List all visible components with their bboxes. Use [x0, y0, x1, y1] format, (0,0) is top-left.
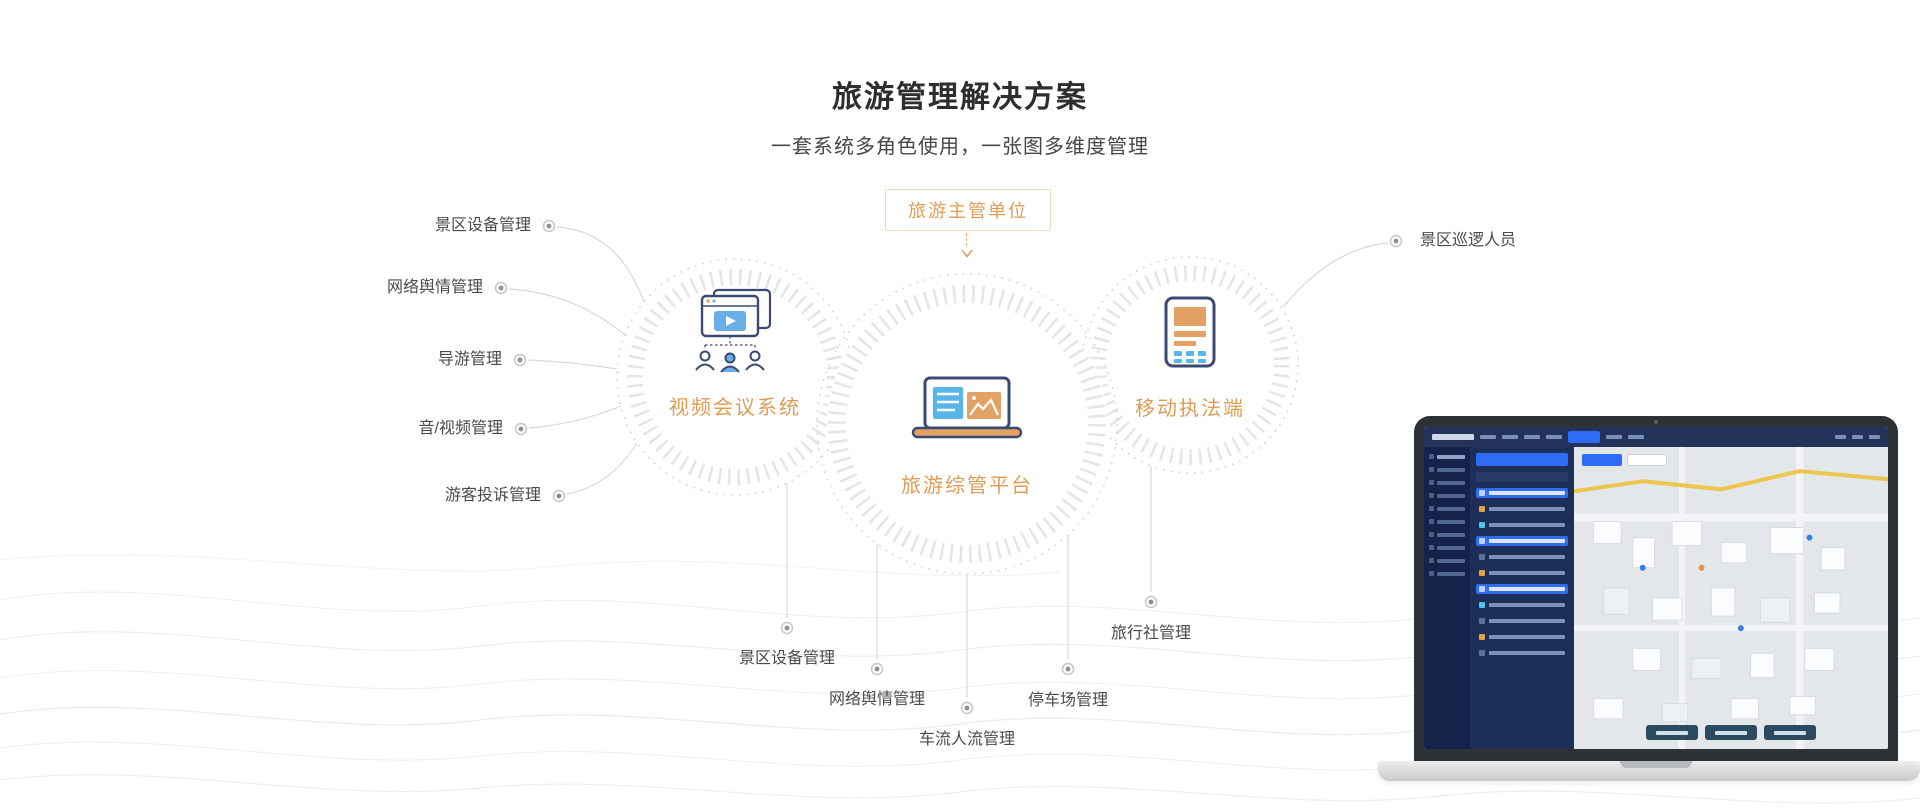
arrow-down-icon — [961, 249, 973, 258]
left-label-4: 音/视频管理 — [418, 420, 503, 437]
page-subtitle: 一套系统多角色使用，一张图多维度管理 — [771, 136, 1149, 158]
dashboard-map-view — [1573, 447, 1888, 749]
bottom-label-3: 车流人流管理 — [918, 731, 1016, 748]
left-label-5: 游客投诉管理 — [444, 487, 541, 504]
dashboard-sidebar — [1424, 447, 1470, 749]
bottom-label-4: 停车场管理 — [1027, 692, 1109, 709]
left-label-2: 网络舆情管理 — [386, 279, 483, 296]
bottom-label-5: 旅行社管理 — [1110, 625, 1192, 642]
laptop-mockup-screen — [1414, 416, 1898, 761]
laptop-base — [1378, 761, 1920, 781]
dashboard-active-tab — [1568, 431, 1600, 443]
page-title: 旅游管理解决方案 — [832, 81, 1088, 115]
dashboard-screenshot — [1424, 427, 1888, 749]
mobile-enforcement-icon — [1163, 296, 1217, 375]
laptop-camera-dot — [1654, 420, 1658, 424]
left-label-3: 导游管理 — [437, 351, 502, 368]
bullet-dots — [494, 219, 1403, 715]
bottom-label-2: 网络舆情管理 — [828, 691, 926, 708]
left-label-1: 景区设备管理 — [434, 217, 531, 234]
map-filter-chips — [1582, 454, 1667, 466]
bottom-label-1: 景区设备管理 — [738, 650, 836, 667]
dashboard-topbar — [1424, 427, 1888, 447]
map-toolbar — [1646, 725, 1816, 740]
map-buildings — [1573, 447, 1888, 749]
hub-node: 旅游主管单位 — [885, 189, 1051, 231]
hub-connector-line — [966, 233, 967, 246]
node-label-platform: 旅游综管平台 — [901, 475, 1033, 497]
node-label-mobile: 移动执法端 — [1135, 398, 1245, 420]
hub-node-label: 旅游主管单位 — [908, 201, 1028, 221]
right-label-1: 景区巡逻人员 — [1420, 232, 1517, 249]
dashboard-list-panel — [1470, 447, 1574, 749]
laptop-dashboard-icon — [911, 376, 1023, 445]
video-conference-icon — [680, 288, 790, 385]
node-label-video-conference: 视频会议系统 — [669, 397, 801, 419]
